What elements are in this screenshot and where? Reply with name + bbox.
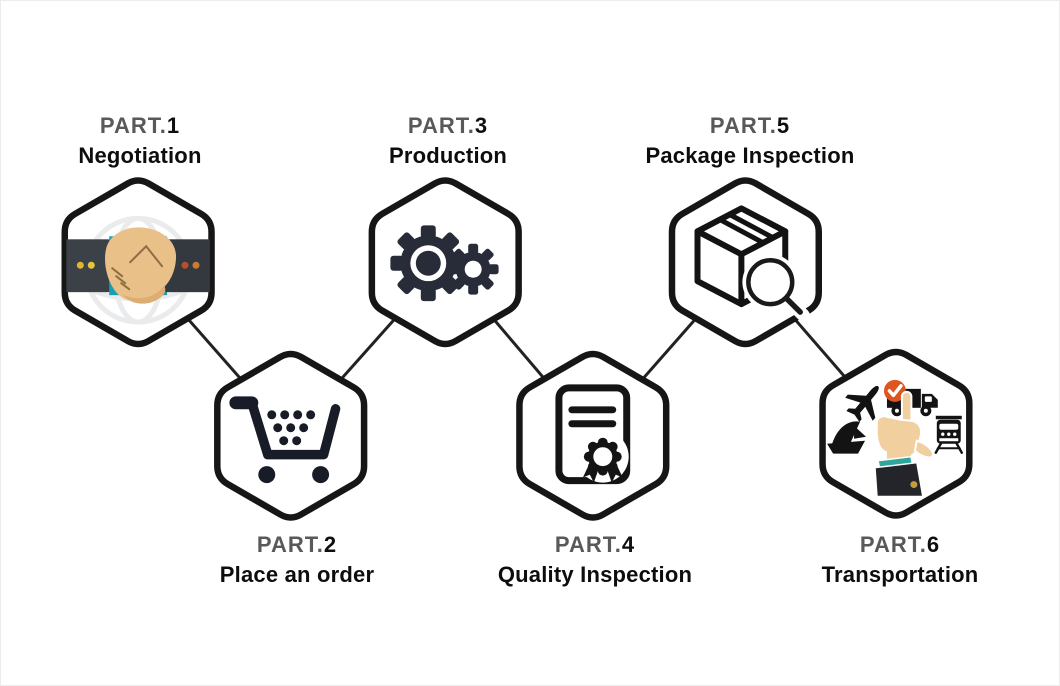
step-title-package-inspection: Package Inspection (645, 143, 855, 168)
part-prefix-text: PART. (709, 113, 777, 138)
part-prefix-text: PART. (407, 113, 475, 138)
magnifier-icon (742, 254, 810, 322)
part-number-6: PART.6 (822, 530, 979, 559)
gears-icon (390, 225, 499, 302)
part-number-2: PART.2 (220, 530, 374, 559)
part-prefix-text: PART. (554, 532, 622, 557)
part-number-text: 3 (474, 113, 489, 138)
ship-icon (827, 421, 867, 454)
step-title-production: Production (388, 143, 508, 168)
handshake-icon (66, 215, 210, 325)
part-number-text: 6 (926, 532, 941, 557)
box-magnifier-icon (694, 205, 810, 322)
tram-icon (934, 415, 963, 454)
step-title-negotiation: Negotiation (78, 143, 202, 168)
small-gear-icon (447, 243, 499, 295)
part-number-4: PART.4 (498, 530, 692, 559)
part-number-1: PART.1 (78, 111, 201, 140)
shopping-cart-icon (229, 396, 341, 484)
part-number-5: PART.5 (645, 111, 854, 140)
step-label-quality-inspection: PART.4 Quality Inspection (498, 530, 692, 590)
step-negotiation (65, 180, 212, 344)
check-badge-icon (883, 379, 906, 402)
certificate-icon (555, 384, 631, 485)
step-package-inspection (672, 180, 819, 344)
step-label-package-inspection: PART.5 Package Inspection (645, 111, 854, 171)
step-label-negotiation: PART.1 Negotiation (78, 111, 201, 171)
transport-hand-icon (827, 379, 963, 498)
part-prefix-text: PART. (256, 532, 324, 557)
large-gear-icon (390, 225, 467, 302)
pointing-hand-icon (874, 390, 935, 498)
step-place-an-order (217, 354, 364, 518)
hexagon-5 (672, 180, 819, 344)
step-title-transportation: Transportation (821, 562, 979, 587)
part-number-text: 4 (621, 532, 636, 557)
part-number-text: 2 (323, 532, 338, 557)
step-title-quality-inspection: Quality Inspection (497, 562, 693, 587)
step-quality-inspection (519, 354, 666, 518)
step-title-place-an-order: Place an order (219, 562, 375, 587)
part-prefix-text: PART. (99, 113, 167, 138)
rosette-icon (576, 430, 629, 483)
part-number-3: PART.3 (389, 111, 507, 140)
step-transportation (823, 352, 970, 516)
step-production (372, 180, 519, 344)
airplane-icon (845, 385, 879, 422)
part-number-text: 5 (776, 113, 791, 138)
step-label-transportation: PART.6 Transportation (822, 530, 979, 590)
part-number-text: 1 (166, 113, 181, 138)
part-prefix-text: PART. (859, 532, 927, 557)
step-label-place-an-order: PART.2 Place an order (220, 530, 374, 590)
step-label-production: PART.3 Production (389, 111, 507, 171)
hexagon-2 (217, 354, 364, 518)
